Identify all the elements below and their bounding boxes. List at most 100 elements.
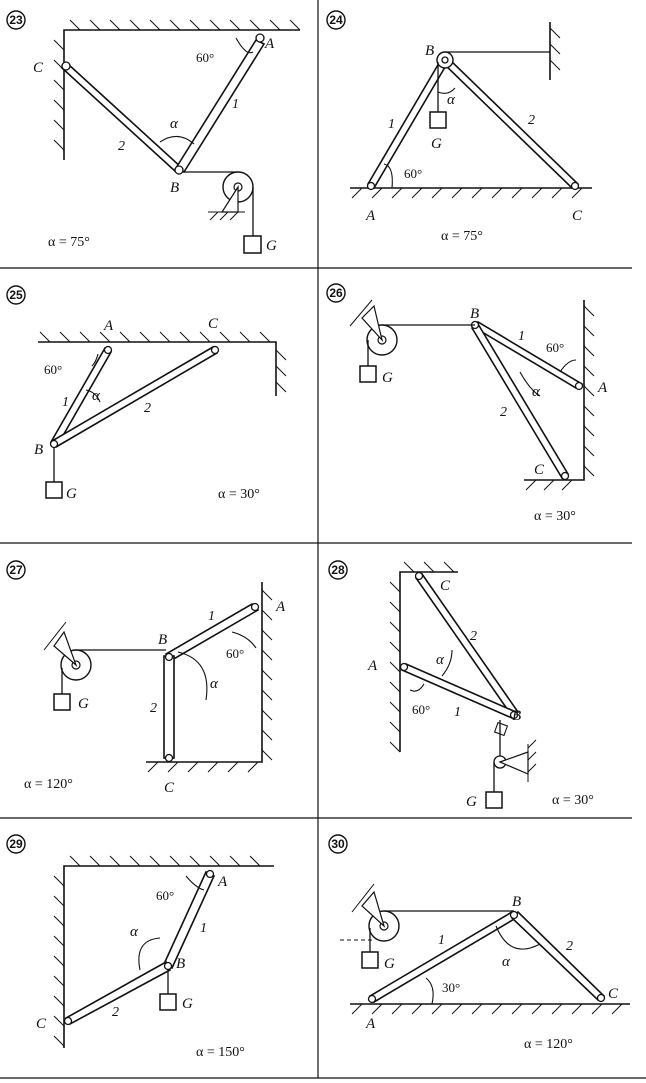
load-g xyxy=(159,993,177,1011)
rod-label-2: 2 xyxy=(118,139,125,154)
angle-60-arc xyxy=(91,353,99,367)
angle-60-arc xyxy=(231,631,257,649)
rod-label-1: 1 xyxy=(518,329,525,344)
wall xyxy=(63,29,300,160)
rod-label-2: 2 xyxy=(150,701,157,716)
joint-a xyxy=(574,381,584,391)
angle-60-arc xyxy=(409,683,425,692)
label-a: A xyxy=(275,599,286,615)
label-a: A xyxy=(217,874,228,890)
label-a: A xyxy=(367,658,378,674)
panel-number-circle xyxy=(6,285,26,305)
panel-number-circle xyxy=(6,834,26,854)
angle-60-arc xyxy=(383,163,393,189)
label-a: A xyxy=(365,1016,376,1032)
joint-c xyxy=(210,345,220,355)
panel-number-circle xyxy=(326,10,346,30)
label-c: C xyxy=(36,1016,47,1032)
label-c: C xyxy=(572,208,583,224)
alpha-condition: α = 75° xyxy=(441,229,483,244)
panel-number-circle xyxy=(328,560,348,580)
angle-60-arc xyxy=(185,875,205,891)
angle-given: 60° xyxy=(546,340,564,355)
angle-alpha: α xyxy=(210,676,219,692)
label-b: B xyxy=(425,43,434,59)
panel-27: 27 B A C G 1 2 60° α α xyxy=(6,560,286,796)
joint-a xyxy=(103,345,113,355)
panel-number: 23 xyxy=(9,13,23,27)
alpha-arc xyxy=(138,937,161,971)
alpha-arc xyxy=(177,651,208,701)
rod-label-2: 2 xyxy=(470,629,477,644)
rod-label-2: 2 xyxy=(566,939,573,954)
panel-number-circle xyxy=(326,283,346,303)
alpha-arc xyxy=(495,925,541,950)
panel-30: 30 B A C G 1 2 30° α α = xyxy=(328,834,630,1052)
label-c: C xyxy=(164,780,175,796)
joint-a xyxy=(205,869,215,879)
label-a: A xyxy=(365,208,376,224)
label-c: C xyxy=(440,578,451,594)
rod-2 xyxy=(163,655,175,759)
joint-b xyxy=(509,910,519,920)
joint-c xyxy=(63,1016,73,1026)
panel-number: 26 xyxy=(329,286,343,300)
label-c: C xyxy=(608,986,619,1002)
wall xyxy=(146,582,263,763)
label-g: G xyxy=(266,238,277,254)
rod-label-2: 2 xyxy=(112,1005,119,1020)
joint-a xyxy=(399,662,409,672)
label-g: G xyxy=(431,136,442,152)
wall xyxy=(63,865,274,1048)
panel-number-circle xyxy=(6,560,26,580)
label-g: G xyxy=(382,370,393,386)
joint-a xyxy=(255,33,265,43)
joint-b xyxy=(441,56,449,64)
label-b: B xyxy=(512,894,521,910)
angle-alpha: α xyxy=(532,384,541,400)
panel-number: 27 xyxy=(9,563,23,577)
alpha-arc xyxy=(85,389,101,403)
hook xyxy=(493,721,509,737)
alpha-arc xyxy=(519,371,541,397)
wall xyxy=(399,571,458,752)
pulley-support xyxy=(361,304,384,343)
label-b: B xyxy=(170,180,179,196)
ground-hatching xyxy=(351,187,583,199)
wall-hatching xyxy=(525,305,595,491)
pulley-support xyxy=(498,751,529,775)
rod-label-2: 2 xyxy=(528,113,535,128)
panel-number: 28 xyxy=(331,563,345,577)
joint-c xyxy=(570,181,580,191)
panel-number-circle xyxy=(6,10,26,30)
joint-a xyxy=(250,602,260,612)
pulley-support xyxy=(361,890,386,928)
angle-given: 60° xyxy=(156,888,174,903)
angle-given: 60° xyxy=(404,166,422,181)
angle-30-arc xyxy=(425,977,434,1005)
rod-label-1: 1 xyxy=(232,97,239,112)
label-g: G xyxy=(182,996,193,1012)
angle-given: 60° xyxy=(412,702,430,717)
alpha-condition: α = 150° xyxy=(196,1045,245,1060)
alpha-condition: α = 30° xyxy=(534,509,576,524)
rod-label-2: 2 xyxy=(144,401,151,416)
rod-label-1: 1 xyxy=(208,609,215,624)
angle-given: 60° xyxy=(196,50,214,65)
load-g xyxy=(429,111,447,129)
panel-28: 28 C A B G 2 1 60° α xyxy=(328,560,594,810)
panel-number: 25 xyxy=(9,288,23,302)
ceiling xyxy=(38,341,277,396)
label-b: B xyxy=(470,306,479,322)
label-a: A xyxy=(597,380,608,396)
joint-b xyxy=(49,439,59,449)
alpha-arc xyxy=(159,135,195,145)
ceiling-hatching xyxy=(39,331,287,393)
wall-hatching xyxy=(53,855,261,1047)
alpha-condition: α = 120° xyxy=(524,1037,573,1052)
alpha-condition: α = 75° xyxy=(48,235,90,250)
angle-given: 30° xyxy=(442,980,460,995)
joint-c xyxy=(560,471,570,481)
rod-label-1: 1 xyxy=(200,921,207,936)
